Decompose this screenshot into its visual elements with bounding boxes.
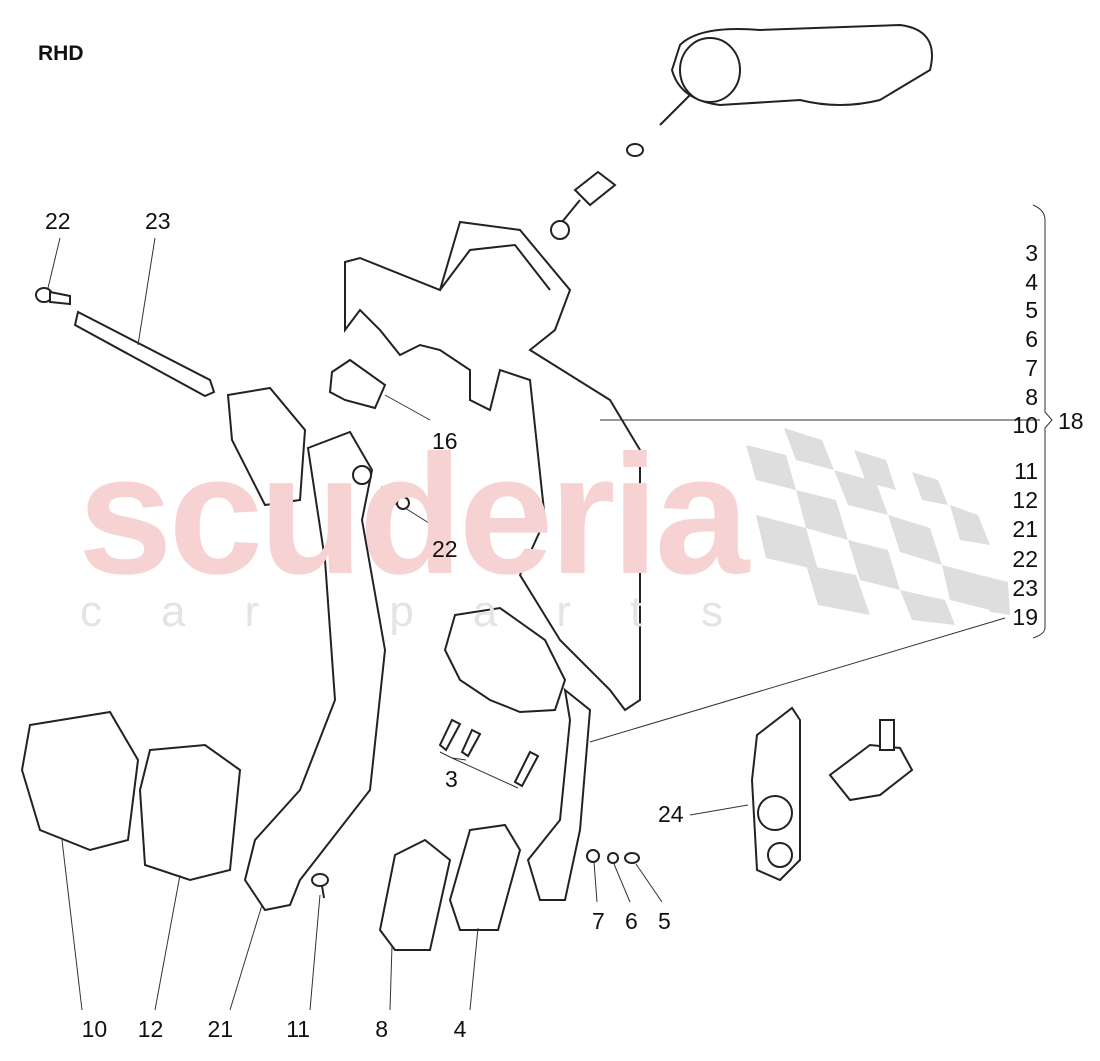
pedal-pad-clutch[interactable] xyxy=(138,743,242,882)
group-18-item[interactable]: 4 xyxy=(1025,268,1038,295)
watermark-sub: car parts xyxy=(80,587,783,636)
callout-23[interactable]: 23 xyxy=(145,208,171,234)
pedal-pad-brake[interactable] xyxy=(20,710,140,852)
washers[interactable] xyxy=(586,849,640,864)
pivot-pin[interactable] xyxy=(73,310,216,398)
callout-6[interactable]: 6 xyxy=(625,908,638,934)
group-18-item[interactable]: 3 xyxy=(1025,240,1038,266)
watermark-brand: scuderia xyxy=(78,420,749,610)
group-18-item[interactable]: 10 xyxy=(1012,412,1038,439)
group-18-item[interactable]: 6 xyxy=(1025,326,1038,353)
pivot-bolt-top[interactable] xyxy=(35,287,71,306)
group-18-item[interactable]: 7 xyxy=(1025,354,1038,381)
group-18-item[interactable]: 23 xyxy=(1012,574,1038,601)
bolt-11[interactable] xyxy=(311,873,329,899)
bolt-middle[interactable] xyxy=(380,486,410,510)
group-18-item[interactable]: 8 xyxy=(1025,383,1038,410)
brake-booster[interactable] xyxy=(550,23,933,240)
group-18-item[interactable]: 12 xyxy=(1012,487,1038,514)
callout-10[interactable]: 10 xyxy=(81,1016,108,1042)
group-18-label[interactable]: 18 xyxy=(1058,408,1084,434)
group-18-item[interactable]: 5 xyxy=(1025,297,1038,324)
callout-8[interactable]: 8 xyxy=(375,1016,389,1042)
callout-3[interactable]: 3 xyxy=(445,766,458,792)
group-18-item[interactable]: 19 xyxy=(1012,604,1038,630)
callout-4[interactable]: 4 xyxy=(453,1016,467,1042)
brake-pedal[interactable] xyxy=(226,386,387,912)
callout-11[interactable]: 11 xyxy=(286,1016,311,1042)
pedal-cover[interactable] xyxy=(448,823,522,931)
callout-22[interactable]: 22 xyxy=(432,536,458,562)
callout-22[interactable]: 22 xyxy=(45,208,71,234)
accelerator-pedal[interactable] xyxy=(443,606,592,901)
pedal-bracket[interactable] xyxy=(344,220,641,712)
footrest-plug[interactable] xyxy=(828,719,914,802)
pedal-pad-accelerator[interactable] xyxy=(378,838,452,951)
callout-16[interactable]: 16 xyxy=(432,428,458,454)
callout-24[interactable]: 24 xyxy=(658,801,684,827)
callout-21[interactable]: 21 xyxy=(207,1016,234,1042)
group-18-item[interactable]: 11 xyxy=(1014,458,1038,484)
callout-7[interactable]: 7 xyxy=(592,908,605,934)
group-18-item[interactable]: 22 xyxy=(1012,545,1038,572)
checkered-flag-watermark xyxy=(746,428,1010,625)
diagram-title: RHD xyxy=(38,42,84,65)
screws[interactable] xyxy=(438,718,540,788)
footrest[interactable] xyxy=(750,706,801,882)
bracket-clip[interactable] xyxy=(328,358,387,410)
leader-lines xyxy=(47,204,1053,1011)
callout-12[interactable]: 12 xyxy=(137,1016,164,1042)
group-18-item[interactable]: 21 xyxy=(1012,516,1038,543)
callout-5[interactable]: 5 xyxy=(658,908,671,934)
